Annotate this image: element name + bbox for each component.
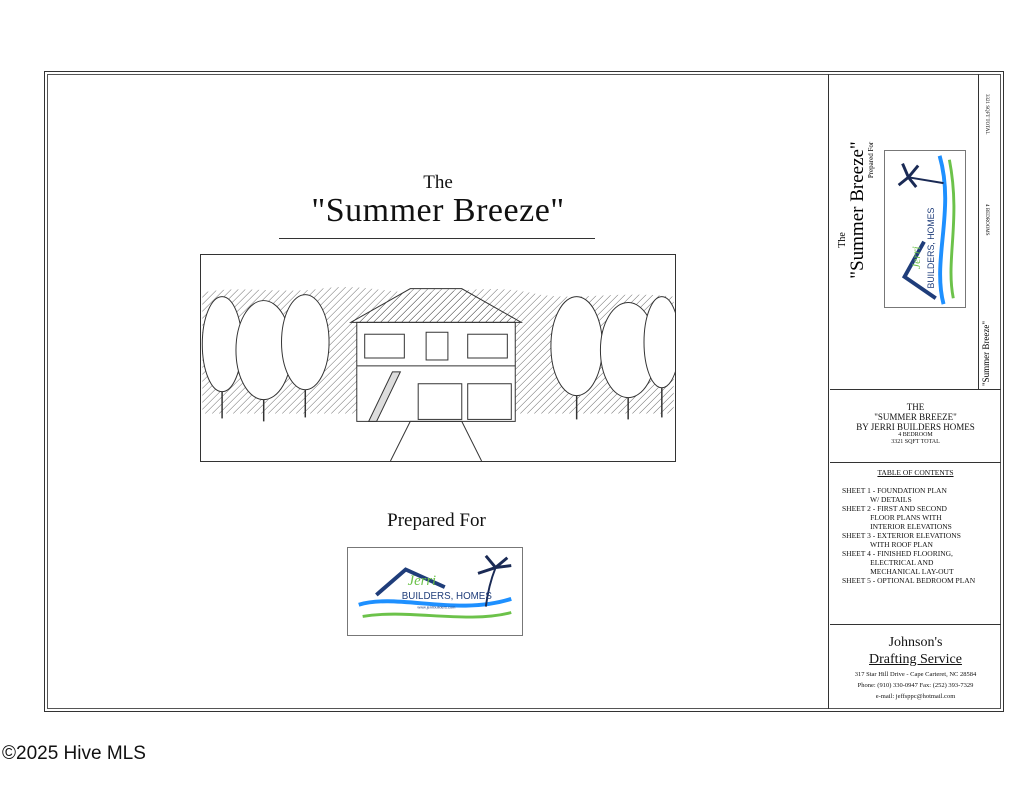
toc-line: SHEET 3 - EXTERIOR ELEVATIONS (842, 531, 961, 540)
toc-line: SHEET 5 - OPTIONAL BEDROOM PLAN (842, 576, 976, 585)
vertical-title-main: "Summer Breeze" (847, 141, 868, 278)
summary-line-title: "SUMMER BREEZE" (874, 412, 957, 422)
title-prefix: The (423, 172, 453, 193)
strip-text: 3321 SQFT TOTAL 4 BEDROOMS "Summer Breez… (980, 74, 1000, 390)
sheet-outer-border (44, 71, 1004, 712)
firm-email: e-mail: jeffsppc@hotmail.com (875, 693, 956, 700)
toc-line: SHEET 4 - FINISHED FLOORING, (842, 549, 953, 558)
vertical-title: The "Summer Breeze" Prepared For (835, 110, 875, 380)
side-builder-logo: Jerri BUILDERS, HOMES (884, 150, 966, 308)
toc-line: FLOOR PLANS WITH (842, 513, 942, 522)
builder-logo: Jerri BUILDERS, HOMES www.jerribuilders.… (347, 547, 523, 636)
toc-line: ELECTRICAL AND (842, 558, 934, 567)
summary-line-sqft: 3321 SQFT TOTAL (891, 439, 940, 445)
summary-line-bedrooms: 4 BEDROOM (898, 432, 933, 438)
firm-phone: Phone: (910) 330-0947 Fax: (252) 393-732… (857, 682, 974, 689)
toc-line: INTERIOR ELEVATIONS (842, 522, 952, 531)
strip-sqft: 3321 SQFT TOTAL (984, 94, 989, 134)
firm-address: 317 Star Hill Drive - Cape Carteret, NC … (854, 671, 977, 678)
logo-name-line1: Jerri (408, 573, 437, 589)
toc-line: SHEET 2 - FIRST AND SECOND (842, 504, 947, 513)
title-block-top (830, 74, 978, 390)
toc-line: W/ DETAILS (842, 495, 912, 504)
firm-name-line1: Johnson's (888, 635, 943, 650)
strip-title: "Summer Breeze" (981, 321, 991, 386)
toc-line: SHEET 1 - FOUNDATION PLAN (842, 486, 947, 495)
vertical-prepared-for: Prepared For (867, 141, 875, 178)
plan-title: "Summer Breeze" (311, 192, 565, 229)
logo-name-line2: BUILDERS, HOMES (402, 591, 493, 602)
toc-line: MECHANICAL LAY-OUT (842, 567, 954, 576)
house-elevation-drawing (200, 254, 676, 462)
prepared-for-label: Prepared For (387, 510, 486, 531)
summary-line-the: THE (906, 402, 925, 412)
firm-name-line2: Drafting Service (869, 652, 962, 667)
side-logo-name-line2: BUILDERS, HOMES (926, 208, 936, 289)
main-panel (47, 74, 829, 709)
table-of-contents: TABLE OF CONTENTS SHEET 1 - FOUNDATION P… (830, 463, 1001, 625)
vertical-title-prefix: The (837, 232, 848, 248)
side-logo-name-line1: Jerri (910, 246, 923, 269)
drafting-firm-block: Johnson's Drafting Service 317 Star Hill… (830, 625, 1001, 709)
summary-line-builder: BY JERRI BUILDERS HOMES (856, 422, 975, 432)
toc-line: WITH ROOF PLAN (842, 540, 933, 549)
title-underline (279, 238, 595, 239)
strip-bedrooms: 4 BEDROOMS (984, 204, 989, 236)
sheet-inner-border (47, 74, 1001, 709)
logo-url: www.jerribuilders.com (417, 605, 455, 610)
copyright-notice: ©2025 Hive MLS (2, 743, 146, 764)
plan-summary: THE "SUMMER BREEZE" BY JERRI BUILDERS HO… (830, 390, 1001, 463)
title-block-strip (978, 74, 1001, 390)
toc-title: TABLE OF CONTENTS (877, 468, 954, 477)
